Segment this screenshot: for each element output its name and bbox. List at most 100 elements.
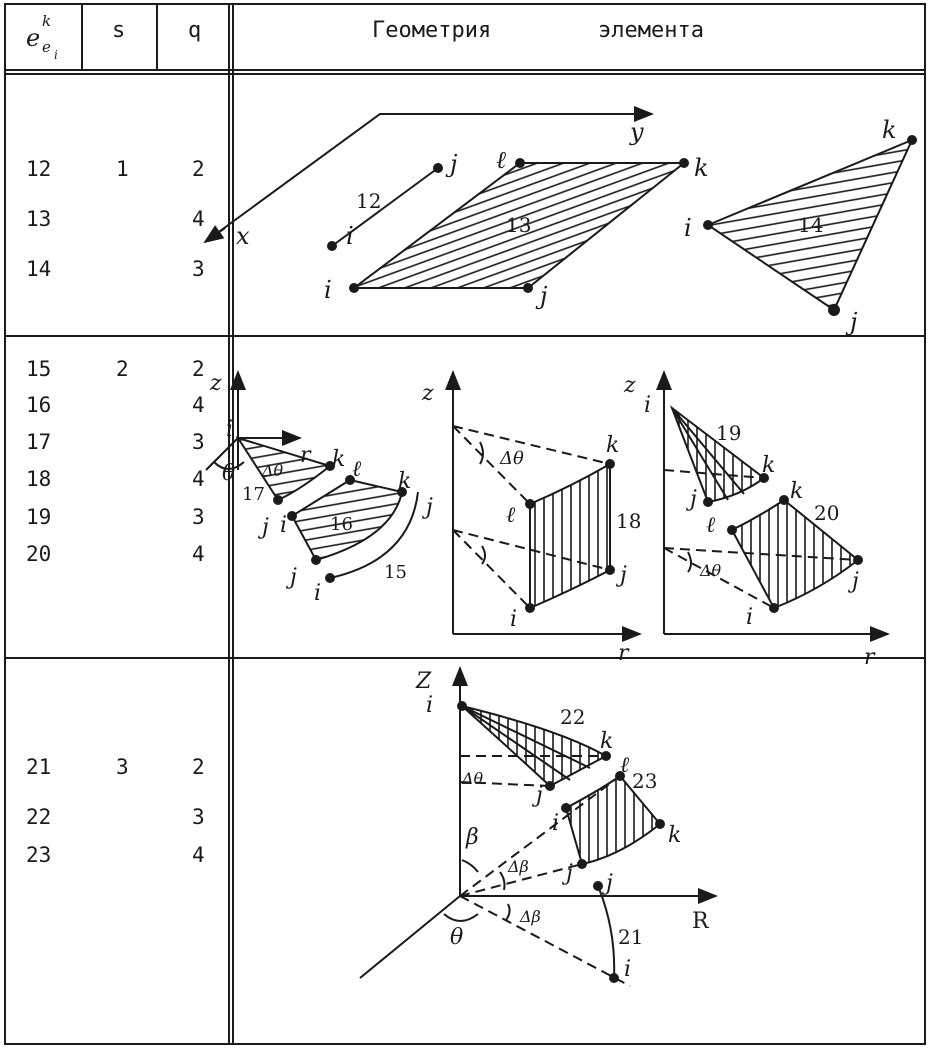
- header-element: элемента: [598, 18, 704, 43]
- node-dot: [615, 771, 625, 781]
- node-dot: [525, 603, 535, 613]
- label-20-l: ℓ: [706, 513, 716, 538]
- node-dot: [273, 495, 283, 505]
- row2-q3: 3: [192, 430, 205, 454]
- row1-q1: 2: [192, 157, 205, 181]
- label-14-i: i: [684, 214, 692, 242]
- label-18-i: i: [510, 607, 517, 632]
- label-20: 20: [814, 501, 839, 525]
- node-dot: [457, 701, 467, 711]
- label-small-z: z: [209, 371, 222, 396]
- label-16-l: ℓ: [352, 457, 362, 482]
- label-16: 16: [330, 514, 353, 535]
- header-geometry: Геометрия: [372, 18, 492, 43]
- row2-q6: 4: [192, 542, 205, 566]
- node-dot: [345, 475, 355, 485]
- label-18: 18: [616, 509, 641, 533]
- label-row3-R: R: [692, 909, 710, 934]
- row2-e5: 19: [26, 505, 52, 529]
- label-15-j-top: j: [421, 495, 433, 520]
- node-dot: [759, 473, 769, 483]
- label-small-r: r: [300, 443, 312, 468]
- label-19-j: j: [685, 487, 697, 512]
- node-dot: [515, 158, 525, 168]
- label-20-j: j: [847, 569, 859, 594]
- label-23-k: k: [668, 823, 681, 848]
- label-13-k: k: [694, 154, 709, 182]
- row3-geometry: [359, 666, 718, 987]
- label-19-k: k: [762, 453, 775, 478]
- node-dot: [703, 497, 713, 507]
- node-dot: [349, 283, 359, 293]
- label-14-k: k: [882, 116, 897, 144]
- node-dot: [769, 603, 779, 613]
- label-18-k: k: [606, 433, 619, 458]
- label-14-j: j: [845, 308, 858, 336]
- label-small-theta: θ: [222, 461, 235, 486]
- row2-e3: 17: [26, 430, 52, 454]
- label-23-j: j: [561, 861, 573, 886]
- row3-e2: 22: [26, 805, 52, 829]
- node-dot: [433, 163, 443, 173]
- node-dot: [325, 573, 335, 583]
- node-dot: [679, 158, 689, 168]
- label-axis-y: y: [629, 118, 644, 146]
- element-14-triangle: [705, 138, 914, 312]
- header-s: s: [112, 18, 126, 43]
- header-element-code: e k e i: [22, 10, 80, 68]
- row2-e1: 15: [26, 357, 52, 381]
- label-dbeta-lower: Δβ: [519, 907, 541, 926]
- label-23-i: i: [552, 811, 559, 836]
- header-e-sub: e: [42, 38, 51, 56]
- label-16-k: k: [398, 469, 411, 494]
- header-e-sup: k: [42, 12, 52, 30]
- row2-q5: 3: [192, 505, 205, 529]
- label-23: 23: [632, 769, 657, 793]
- label-17-k: k: [332, 447, 345, 472]
- node-dot: [655, 819, 665, 829]
- label-14: 14: [798, 213, 823, 237]
- element-21-arc: [597, 885, 616, 979]
- header-q: q: [188, 18, 202, 43]
- node-dot: [327, 241, 337, 251]
- label-row3-i-top: i: [426, 693, 433, 718]
- node-dot: [779, 495, 789, 505]
- row2-e4: 18: [26, 467, 52, 491]
- element-15-arc: [329, 491, 419, 579]
- node-dot: [703, 220, 713, 230]
- label-dbeta-upper: Δβ: [507, 857, 529, 876]
- label-22-k: k: [600, 729, 613, 754]
- label-mid-z: z: [421, 381, 434, 406]
- label-13-j: j: [535, 282, 548, 310]
- label-18-dtheta: Δθ: [499, 448, 524, 469]
- row2-e2: 16: [26, 393, 52, 417]
- label-20-i: i: [746, 605, 753, 630]
- label-21: 21: [618, 925, 643, 949]
- row2-q2: 4: [192, 393, 205, 417]
- node-dot: [907, 135, 917, 145]
- row1-s: 1: [116, 157, 129, 181]
- label-16-i: i: [280, 513, 287, 538]
- header-e: e: [26, 24, 41, 52]
- label-16-j: j: [257, 515, 269, 540]
- label-right-i: i: [644, 393, 651, 418]
- row1-labels: y x 12 i j 13 i j k ℓ 14 i j k: [236, 116, 897, 336]
- row3-e1: 21: [26, 755, 52, 779]
- node-dot: [853, 555, 863, 565]
- label-18-l: ℓ: [506, 503, 516, 528]
- label-13: 13: [506, 213, 531, 237]
- row3-e3: 23: [26, 843, 52, 867]
- label-right-z: z: [623, 373, 636, 398]
- node-dot: [828, 304, 840, 316]
- node-dot: [397, 487, 407, 497]
- row3-s: 3: [116, 755, 129, 779]
- label-15: 15: [384, 562, 407, 583]
- label-20-dtheta: Δθ: [699, 561, 722, 580]
- node-dot: [523, 283, 533, 293]
- row1-geometry: [203, 106, 917, 316]
- label-18-j: j: [615, 563, 627, 588]
- row1-q2: 4: [192, 207, 205, 231]
- label-12: 12: [356, 189, 381, 213]
- label-21-j: j: [601, 871, 613, 896]
- label-right-r: r: [864, 645, 876, 670]
